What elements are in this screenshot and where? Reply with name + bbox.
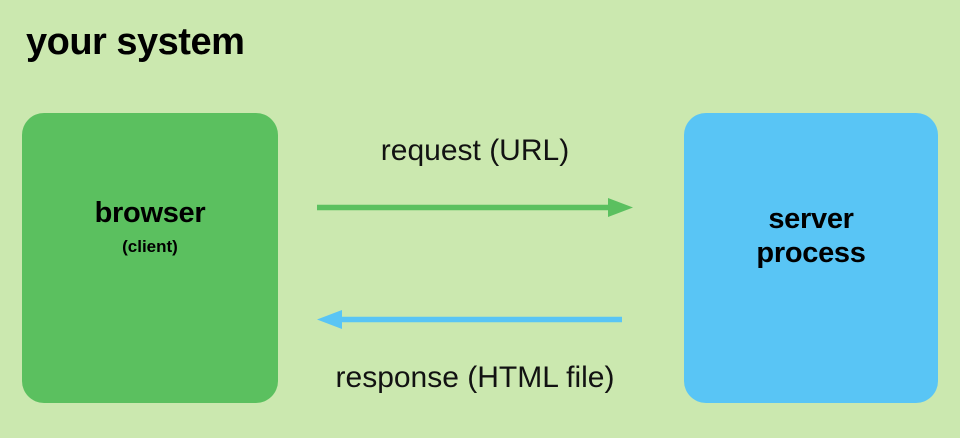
response-arrow-head: [317, 310, 342, 329]
node-browser: browser (client): [22, 113, 278, 403]
node-server-title-line2: process: [756, 237, 866, 269]
page-title: your system: [26, 21, 245, 63]
request-arrow-head: [608, 198, 633, 217]
edge-request-label: request (URL): [380, 134, 570, 167]
edge-response-arrow-left-icon: [317, 310, 622, 329]
node-browser-subtitle: (client): [122, 237, 178, 256]
node-server-title-line1: server: [768, 203, 854, 235]
edge-response-label: response (HTML file): [335, 361, 615, 394]
node-server: server process: [684, 113, 938, 403]
node-browser-title: browser: [94, 197, 206, 229]
edge-request-arrow-right-icon: [317, 198, 633, 217]
